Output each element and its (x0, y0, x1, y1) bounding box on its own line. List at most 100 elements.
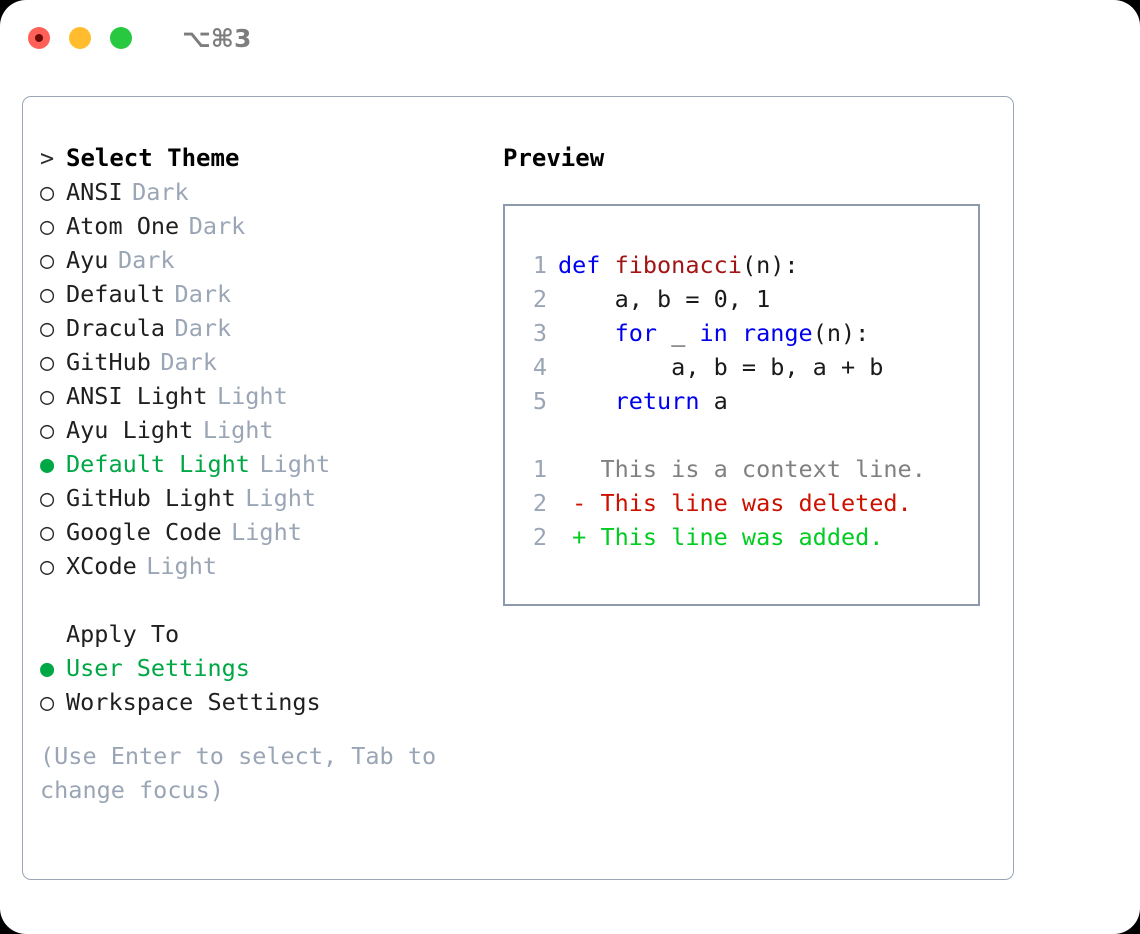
theme-name-label: Dracula (66, 314, 166, 342)
theme-option-row[interactable]: ● Default Light Light (40, 447, 493, 481)
code-token (558, 387, 615, 415)
theme-option-row[interactable]: ○ GitHub Light Light (40, 481, 493, 515)
code-token: range (741, 319, 813, 347)
theme-option-row[interactable]: ○ XCode Light (40, 549, 493, 583)
apply-to-heading: ○ Apply To (40, 617, 493, 651)
theme-name-label: Ayu Light (66, 416, 194, 444)
code-token: (n): (812, 319, 870, 347)
theme-variant-badge: Dark (174, 280, 232, 308)
theme-name-label: Default Light (66, 450, 250, 478)
code-token: a (699, 387, 728, 415)
line-number: 3 (532, 319, 547, 347)
radio-selected-icon[interactable]: ● (40, 654, 55, 682)
theme-name-label: GitHub Light (66, 484, 236, 512)
theme-option-row[interactable]: ○ Ayu Dark (40, 243, 493, 277)
code-token (728, 319, 742, 347)
line-number: 1 (532, 251, 547, 279)
theme-variant-badge: Dark (174, 314, 232, 342)
radio-unselected-icon[interactable]: ○ (40, 348, 55, 376)
theme-option-row[interactable]: ○ ANSI Light Light (40, 379, 493, 413)
diff-line-text: + This line was added. (558, 523, 884, 551)
help-text: (Use Enter to select, Tab to change focu… (40, 742, 437, 804)
theme-variant-badge: Light (259, 450, 331, 478)
theme-variant-badge: Dark (117, 246, 175, 274)
line-number: 5 (532, 387, 547, 415)
theme-name-label: Ayu (66, 246, 109, 274)
theme-option-row[interactable]: ○ ANSI Dark (40, 175, 493, 209)
radio-unselected-icon[interactable]: ○ (40, 484, 55, 512)
radio-unselected-icon[interactable]: ○ (40, 688, 55, 716)
theme-variant-badge: Dark (132, 178, 189, 206)
theme-option-row[interactable]: ○ Atom One Dark (40, 209, 493, 243)
line-number: 4 (532, 353, 547, 381)
diff-line: 2 + This line was added. (523, 520, 978, 554)
select-theme-heading-label: Select Theme (66, 144, 240, 172)
line-number: 2 (532, 489, 547, 517)
code-line: 2 a, b = 0, 1 (523, 282, 978, 316)
code-token: a, b = b, a + b (558, 353, 884, 381)
radio-unselected-icon[interactable]: ○ (40, 280, 55, 308)
radio-unselected-icon[interactable]: ○ (40, 246, 55, 274)
theme-option-row[interactable]: ○ Dracula Dark (40, 311, 493, 345)
apply-to-options: ● User Settings ○Workspace Settings (40, 651, 493, 719)
radio-unselected-icon[interactable]: ○ (40, 518, 55, 546)
theme-name-label: XCode (66, 552, 137, 580)
radio-unselected-icon[interactable]: ○ (40, 212, 55, 240)
theme-name-label: Default (66, 280, 166, 308)
radio-unselected-icon[interactable]: ○ (40, 178, 55, 206)
theme-variant-badge: Light (202, 416, 274, 444)
code-diff-separator (523, 418, 978, 452)
theme-variant-badge: Dark (188, 212, 246, 240)
title-bar: ⌥⌘3 (0, 0, 1140, 76)
code-token: in (699, 319, 728, 347)
radio-unselected-icon[interactable]: ○ (40, 552, 55, 580)
theme-option-row[interactable]: ○ Default Dark (40, 277, 493, 311)
code-token: a, b = 0, 1 (558, 285, 771, 313)
apply-to-option-row[interactable]: ● User Settings (40, 651, 493, 685)
cursor-marker-icon: > (40, 144, 55, 172)
theme-variant-badge: Light (245, 484, 317, 512)
theme-name-label: Google Code (66, 518, 222, 546)
radio-unselected-icon[interactable]: ○ (40, 382, 55, 410)
diff-line: 2 - This line was deleted. (523, 486, 978, 520)
code-token: return (614, 387, 700, 415)
select-theme-heading: > Select Theme (40, 141, 493, 175)
theme-variant-badge: Light (231, 518, 302, 546)
radio-selected-icon[interactable]: ● (40, 450, 55, 478)
theme-option-row[interactable]: ○ Google Code Light (40, 515, 493, 549)
line-number: 2 (532, 523, 547, 551)
theme-name-label: ANSI Light (66, 382, 208, 410)
line-number: 1 (532, 455, 547, 483)
maximize-button-icon[interactable] (110, 27, 132, 49)
apply-to-option-row[interactable]: ○Workspace Settings (40, 685, 493, 719)
theme-name-label: GitHub (66, 348, 151, 376)
close-button-icon[interactable] (28, 27, 50, 49)
list-spacer (40, 583, 493, 617)
code-token (558, 319, 615, 347)
diff-line-text: This is a context line. (558, 455, 926, 483)
theme-option-row[interactable]: ○ GitHub Dark (40, 345, 493, 379)
theme-option-row[interactable]: ○ Ayu Light Light (40, 413, 493, 447)
keyboard-shortcut-label: ⌥⌘3 (182, 23, 252, 53)
radio-unselected-icon[interactable]: ○ (40, 416, 55, 444)
apply-to-option-label: User Settings (66, 654, 250, 682)
theme-name-label: Atom One (66, 212, 180, 240)
theme-variant-badge: Light (146, 552, 217, 580)
radio-unselected-icon[interactable]: ○ (40, 314, 55, 342)
code-line: 4 a, b = b, a + b (523, 350, 978, 384)
traffic-lights (28, 27, 132, 49)
code-token: fibonacci (614, 251, 742, 279)
theme-name-label: ANSI (66, 178, 123, 206)
theme-variant-badge: Dark (160, 348, 217, 376)
diff-line-text: - This line was deleted. (558, 489, 912, 517)
code-token: def (558, 251, 615, 279)
theme-variant-badge: Light (216, 382, 288, 410)
code-line: 3 for _ in range(n): (523, 316, 978, 350)
minimize-button-icon[interactable] (69, 27, 91, 49)
